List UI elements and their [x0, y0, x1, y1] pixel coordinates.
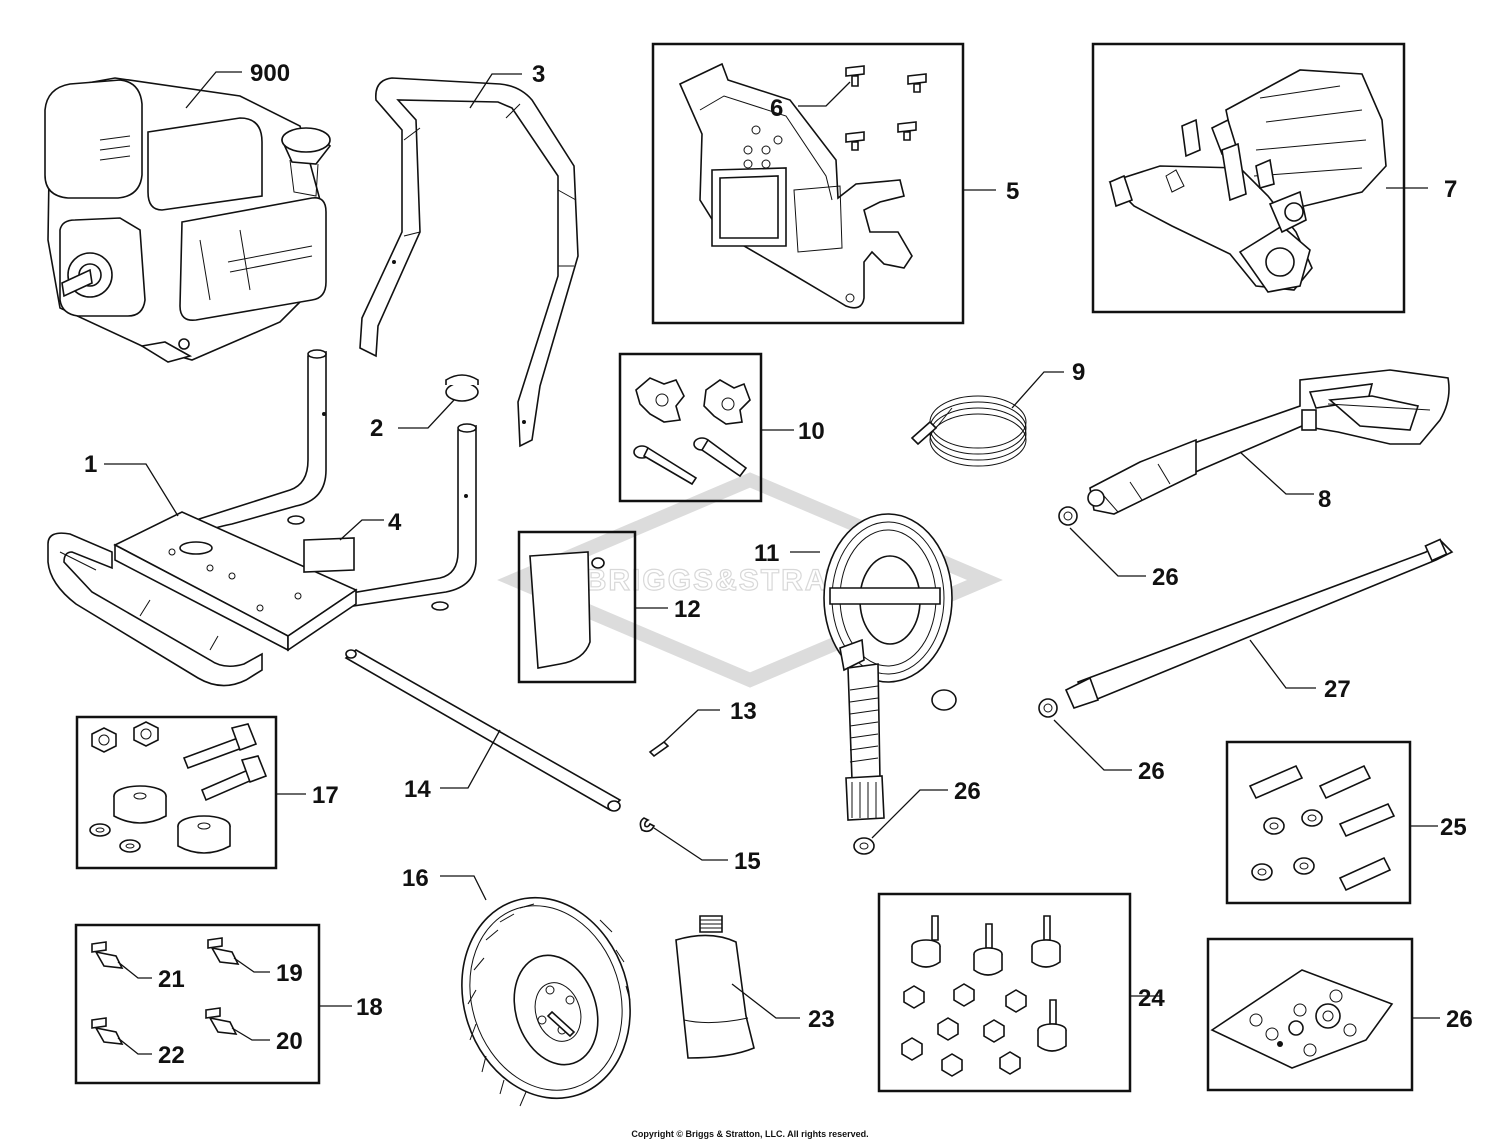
leader-26a: [1069, 527, 1146, 577]
box-part-12: [517, 530, 637, 684]
callout-1: 1: [84, 451, 97, 478]
callout-11: 11: [754, 540, 779, 567]
callout-19: 19: [276, 960, 303, 987]
callout-20: 20: [276, 1028, 303, 1055]
callout-15: 15: [734, 848, 761, 875]
leader-26b: [1053, 719, 1132, 771]
callout-10: 10: [798, 418, 825, 445]
callout-16: 16: [402, 865, 429, 892]
washer-part-26b[interactable]: [1038, 698, 1058, 718]
handle-part-3[interactable]: [359, 77, 579, 448]
lubricant-part-23[interactable]: [675, 915, 755, 1059]
washer-part-26a[interactable]: [1058, 506, 1078, 526]
pin-part-13[interactable]: [648, 740, 670, 758]
isolators-part-24[interactable]: [901, 915, 1067, 1077]
seal-kit-part-26[interactable]: [1210, 969, 1394, 1069]
decal-part-4[interactable]: [303, 537, 355, 573]
callout-9: 9: [1072, 359, 1085, 386]
box-part-17: [75, 715, 278, 870]
box-part-5: [651, 42, 965, 325]
hose-part-11[interactable]: [823, 513, 957, 821]
callout-26d: 26: [1446, 1006, 1473, 1033]
mount-hardware-part-17[interactable]: [89, 721, 268, 854]
leader-16: [440, 875, 487, 901]
callout-22: 22: [158, 1042, 185, 1069]
leader-8: [1239, 451, 1314, 495]
callout-26c: 26: [954, 778, 981, 805]
screw-part-20[interactable]: [205, 1007, 238, 1035]
wand-part-27[interactable]: [1064, 538, 1454, 709]
screw-part-22[interactable]: [91, 1017, 124, 1045]
screw-kit-part-25[interactable]: [1248, 764, 1396, 892]
callout-7: 7: [1444, 176, 1457, 203]
screws-part-6[interactable]: [845, 65, 927, 151]
callout-12: 12: [674, 596, 701, 623]
leader-15: [653, 827, 728, 861]
frame-part-1[interactable]: [47, 349, 477, 687]
wheel-part-16[interactable]: [436, 876, 655, 1121]
clip-part-15[interactable]: [639, 817, 656, 833]
box-part-18: [74, 923, 321, 1085]
pump-part-7[interactable]: [1108, 69, 1387, 293]
callout-26b: 26: [1138, 758, 1165, 785]
hose-part-9[interactable]: [910, 395, 1027, 467]
plug-part-2[interactable]: [445, 374, 479, 402]
box-part-7: [1091, 42, 1406, 314]
box-part-10: [618, 352, 763, 503]
callout-18: 18: [356, 994, 383, 1021]
callout-27: 27: [1324, 676, 1351, 703]
callout-26a: 26: [1152, 564, 1179, 591]
knobs-part-10[interactable]: [633, 377, 751, 486]
callout-900: 900: [250, 60, 290, 87]
copyright-text: Copyright © Briggs & Stratton, LLC. All …: [631, 1129, 868, 1139]
callout-13: 13: [730, 698, 757, 725]
leader-26c: [871, 789, 948, 839]
leader-13: [663, 709, 720, 743]
leader-1: [104, 463, 179, 517]
leader-9: [1011, 371, 1064, 409]
leader-22: [117, 1037, 152, 1055]
screw-part-19[interactable]: [207, 937, 240, 965]
callout-8: 8: [1318, 486, 1331, 513]
leader-27: [1249, 639, 1316, 689]
shield-part-12[interactable]: [529, 551, 605, 669]
callout-25: 25: [1440, 814, 1467, 841]
leader-3: [469, 73, 522, 109]
leader-900: [185, 71, 242, 109]
box-part-26: [1206, 937, 1414, 1092]
leader-6: [798, 81, 851, 107]
screw-part-21[interactable]: [91, 941, 124, 969]
panel-part-5[interactable]: [678, 62, 913, 309]
leader-19: [233, 957, 270, 973]
leader-2: [398, 399, 455, 429]
callout-23: 23: [808, 1006, 835, 1033]
callout-24-text: 24: [1138, 985, 1165, 1012]
callout-2: 2: [370, 415, 383, 442]
washer-part-26c[interactable]: [853, 837, 875, 855]
callout-5: 5: [1006, 178, 1019, 205]
box-part-25: [1225, 740, 1412, 905]
callout-21: 21: [158, 966, 185, 993]
axle-part-14[interactable]: [344, 649, 622, 812]
callout-3: 3: [532, 61, 545, 88]
leader-20: [231, 1027, 270, 1041]
callout-17: 17: [312, 782, 339, 809]
leader-21: [117, 961, 152, 979]
spray-gun-part-8[interactable]: [1087, 369, 1450, 515]
leader-23: [731, 983, 800, 1019]
callout-14: 14: [404, 776, 431, 803]
callout-6: 6: [770, 95, 783, 122]
engine-part-900[interactable]: [44, 77, 332, 363]
leader-4: [339, 519, 384, 541]
callout-4: 4: [388, 509, 402, 536]
box-part-24: [877, 892, 1132, 1093]
leader-14: [440, 729, 501, 789]
